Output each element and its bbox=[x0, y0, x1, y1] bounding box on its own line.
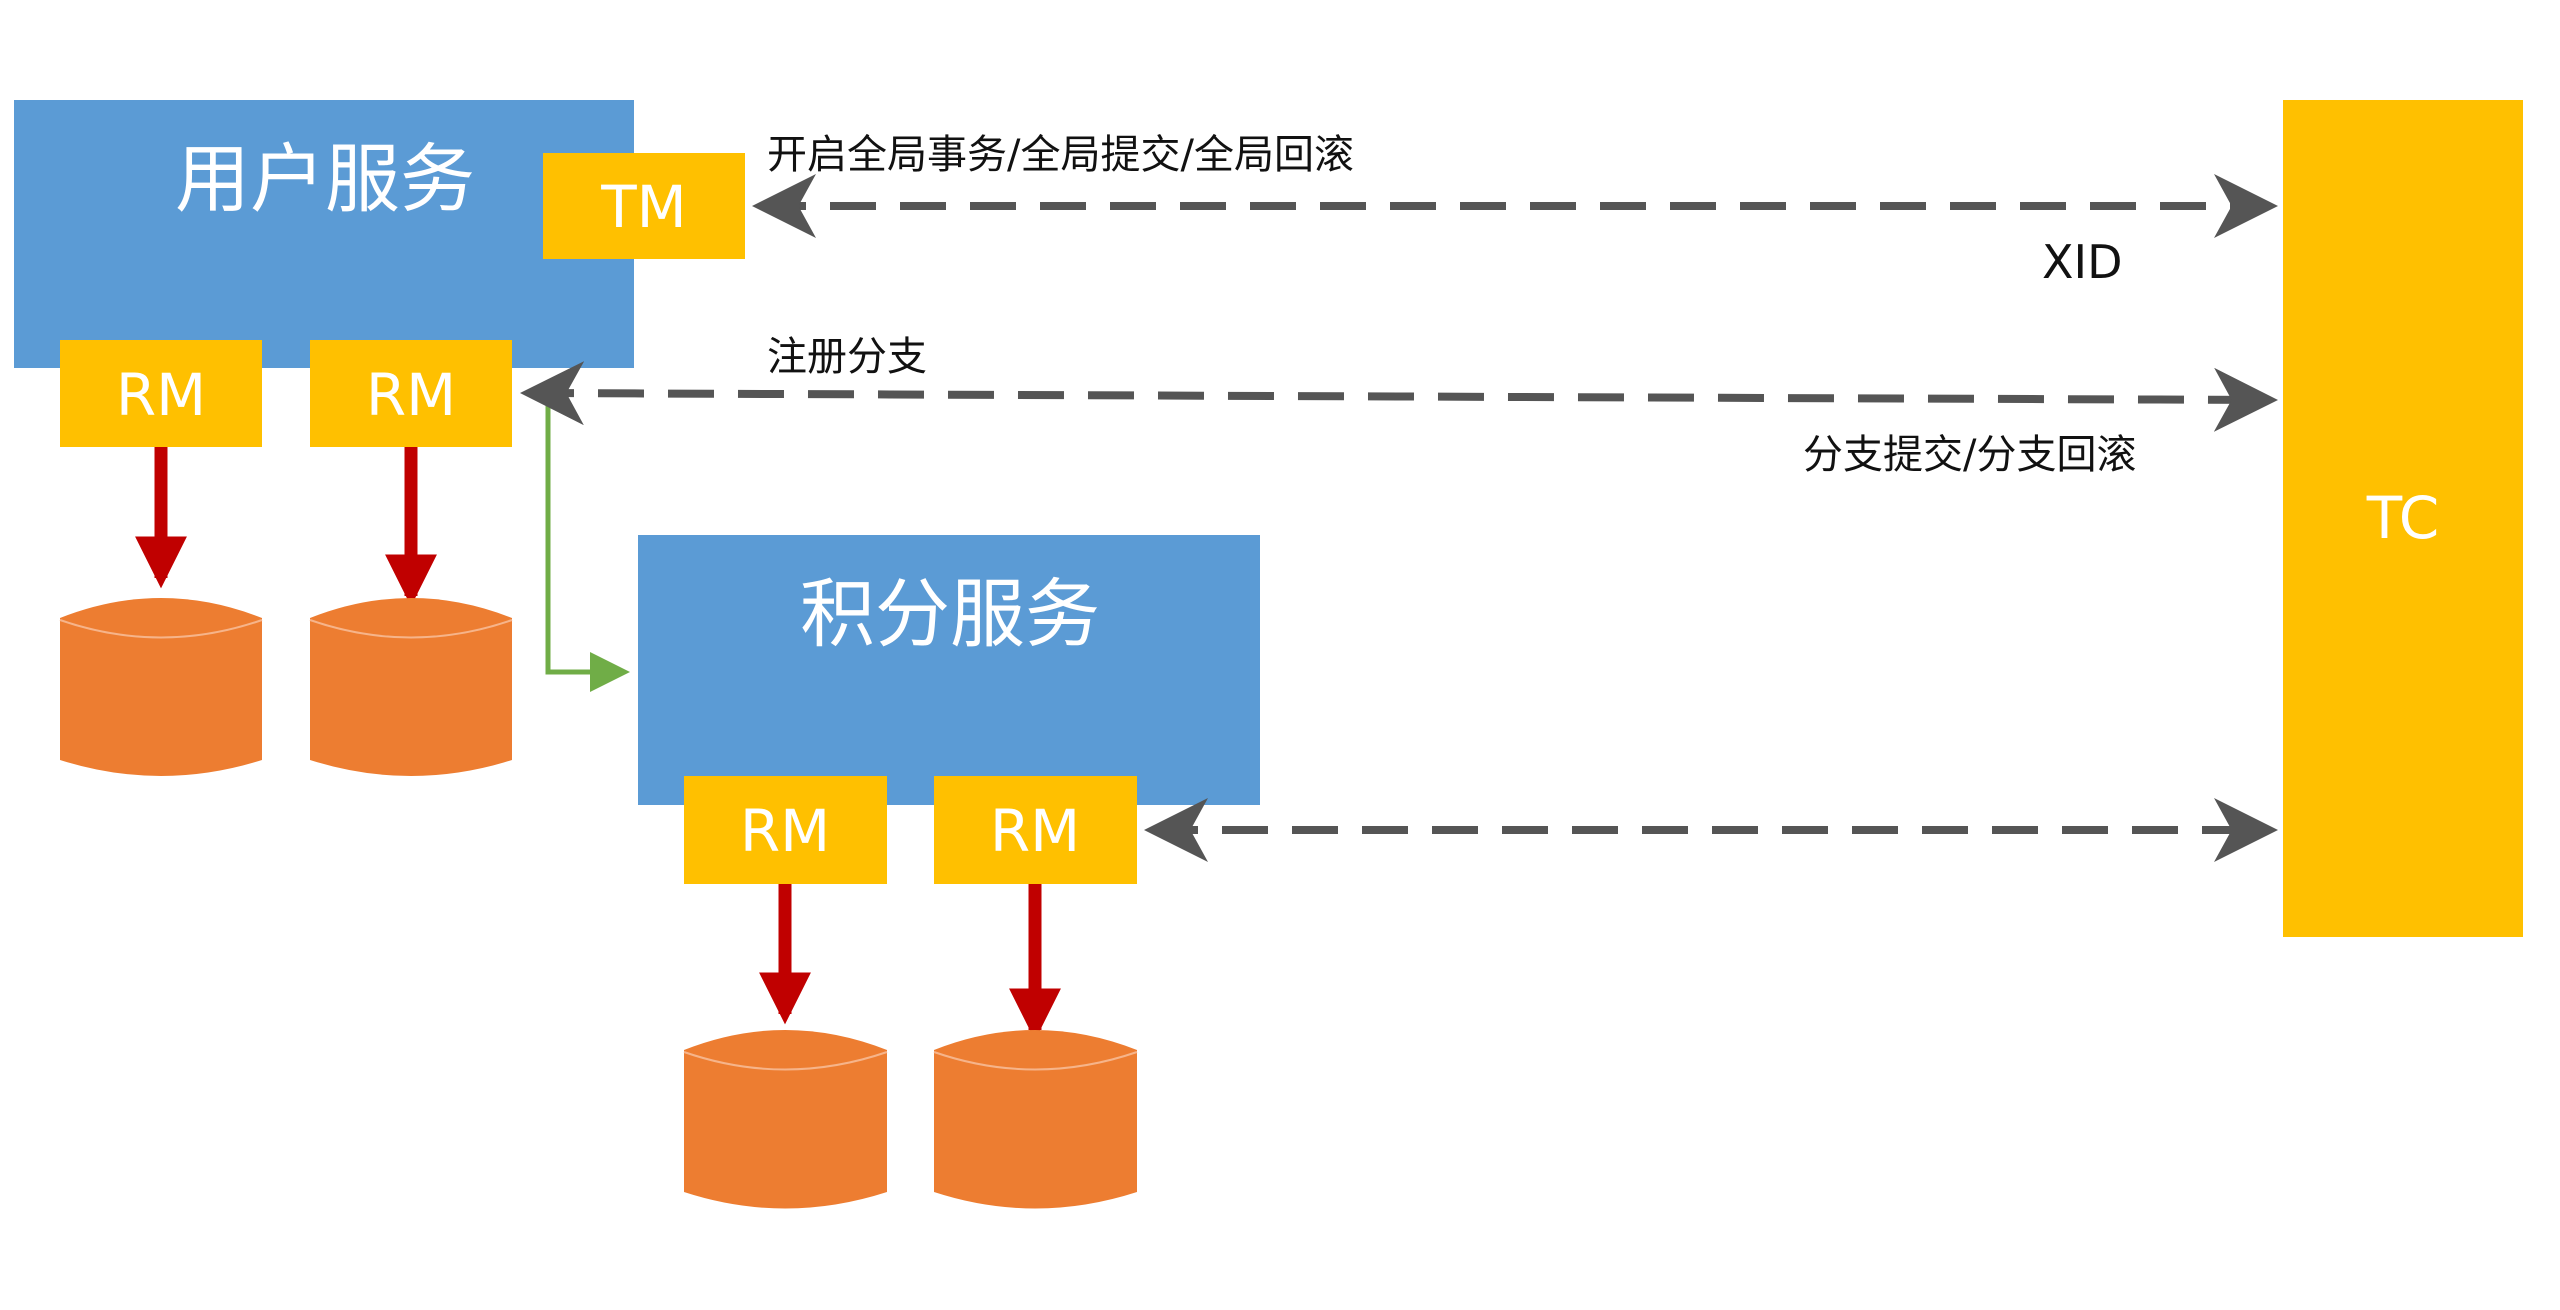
database-icon bbox=[309, 598, 513, 776]
rm-box bbox=[60, 340, 262, 447]
xid-label: XID bbox=[2042, 235, 2123, 289]
service-call-arrow bbox=[545, 394, 630, 692]
database-icon bbox=[933, 1030, 1138, 1209]
user-service: 用户服务 bbox=[14, 100, 634, 368]
tm-node: TM bbox=[543, 153, 745, 259]
tc-node: TC bbox=[2283, 100, 2523, 937]
tm-box bbox=[543, 153, 745, 259]
branch-commit-rollback-label: 分支提交/分支回滚 bbox=[1803, 432, 2136, 478]
tm-label: TM bbox=[600, 173, 686, 241]
database-icon bbox=[683, 1030, 888, 1209]
register-branch-arrow bbox=[520, 361, 2278, 432]
rm-box bbox=[934, 776, 1137, 884]
tm-tc-label: 开启全局事务/全局提交/全局回滚 bbox=[767, 132, 1354, 178]
register-branch-label: 注册分支 bbox=[767, 334, 927, 380]
rm-label: RM bbox=[740, 797, 830, 865]
points-service-box bbox=[638, 535, 1260, 805]
points-service: 积分服务 bbox=[638, 535, 1260, 805]
user-rm-2: RM bbox=[310, 340, 512, 447]
points-rm-2: RM bbox=[934, 776, 1137, 884]
rm-label: RM bbox=[990, 797, 1080, 865]
points-service-title: 积分服务 bbox=[800, 570, 1100, 658]
tc-box bbox=[2283, 100, 2523, 937]
rm-box bbox=[684, 776, 887, 884]
user-rm-1: RM bbox=[60, 340, 262, 447]
rm-box bbox=[310, 340, 512, 447]
user-service-box bbox=[14, 100, 634, 368]
points-rm-1: RM bbox=[684, 776, 887, 884]
database-icon bbox=[59, 598, 263, 776]
user-service-title: 用户服务 bbox=[175, 135, 475, 223]
rm-label: RM bbox=[116, 361, 206, 429]
tc-label: TC bbox=[2366, 484, 2440, 552]
rm-label: RM bbox=[366, 361, 456, 429]
